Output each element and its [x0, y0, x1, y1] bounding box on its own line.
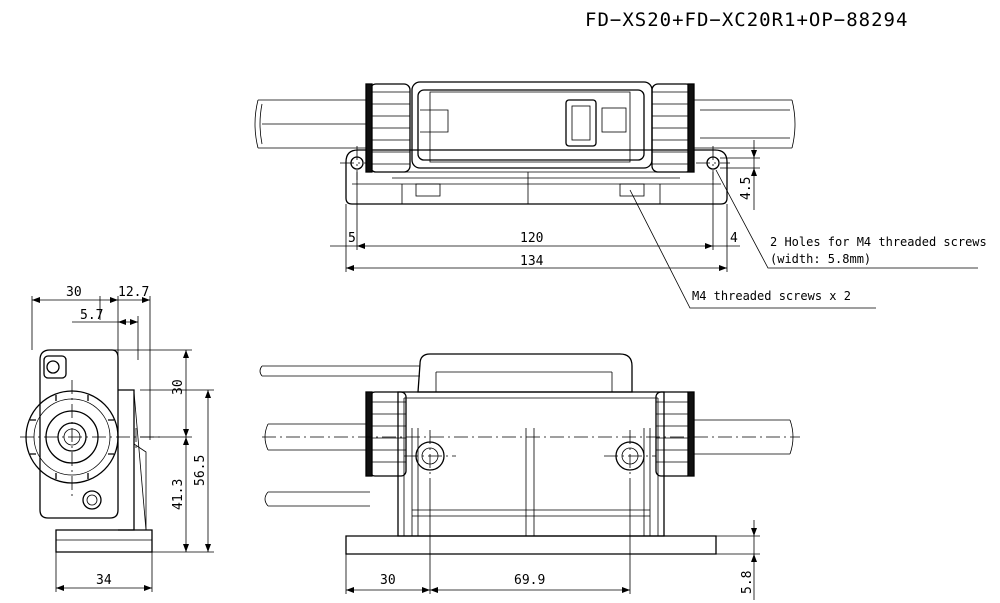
note-screws: M4 threaded screws x 2	[692, 289, 851, 303]
front-view-dimensions: 30 69.9 5.8	[345, 484, 760, 600]
top-view-dimensions: 5 120 4 134 4.5 2 Holes for M4 threaded …	[330, 140, 987, 309]
dim-left-offset: 30	[380, 573, 396, 588]
front-view	[259, 353, 800, 555]
dim-right-gap: 4	[730, 231, 738, 246]
side-view	[20, 349, 160, 553]
dim-hole-spacing: 69.9	[514, 573, 545, 588]
dim-height-upper: 30	[171, 379, 186, 395]
top-view	[254, 81, 796, 205]
side-view-dimensions: 30 12.7 5.7 30 41.3 56.5 34	[31, 285, 214, 592]
note-holes-line1: 2 Holes for M4 threaded screws	[770, 235, 987, 249]
note-holes-line2: (width: 5.8mm)	[770, 252, 871, 266]
dim-overall-length: 134	[520, 254, 544, 269]
dim-hole-pitch: 120	[520, 231, 543, 246]
dim-base-thickness: 5.8	[740, 571, 755, 594]
dim-inner-offset: 5.7	[80, 308, 103, 323]
drawing-title: FD−XS20+FD−XC20R1+OP−88294	[585, 9, 908, 31]
dim-height-total: 56.5	[193, 455, 208, 486]
dim-left-gap: 5	[348, 231, 356, 246]
dim-offset-top: 12.7	[118, 285, 149, 300]
dim-hole-height: 4.5	[739, 177, 754, 200]
dim-base-width: 34	[96, 573, 112, 588]
dim-height-center: 41.3	[171, 479, 186, 510]
dim-width-top: 30	[66, 285, 82, 300]
